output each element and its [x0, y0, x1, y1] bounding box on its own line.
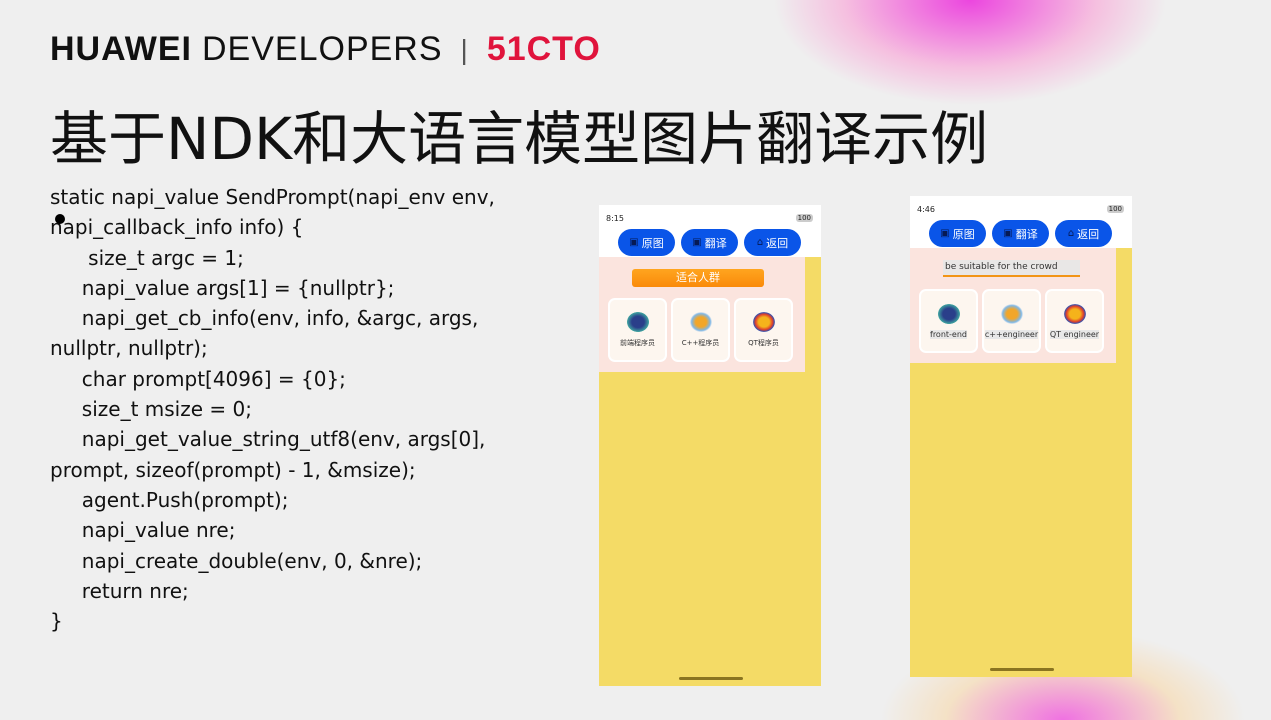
image-icon: ▣: [1003, 228, 1013, 239]
button-label: 翻译: [1015, 227, 1038, 241]
home-icon: ⌂: [756, 237, 764, 248]
partner-logo: 51CTO: [486, 30, 601, 68]
home-icon: ⌂: [1067, 228, 1075, 239]
button-label: 翻译: [704, 236, 727, 250]
battery-icon: 100: [1106, 205, 1124, 213]
button-label: 原图: [641, 236, 664, 250]
button-label: 返回: [1077, 227, 1100, 241]
avatar: [752, 312, 775, 332]
avatar: [689, 312, 712, 332]
card-label: C++程序员: [681, 339, 720, 347]
home-indicator: [990, 668, 1054, 671]
avatar: [1000, 303, 1023, 324]
section-heading: 适合人群: [632, 269, 764, 287]
phone-screenshot-original: 8:15 100 ▣原图 ▣翻译 ⌂返回 适合人群 前端程序员 C++程序员 Q…: [599, 205, 821, 686]
card-frontend[interactable]: 前端程序员: [610, 300, 665, 360]
card-qt[interactable]: QT engineer: [1047, 291, 1102, 351]
card-label: c++engineer: [984, 329, 1039, 339]
card-cpp[interactable]: C++程序员: [673, 300, 728, 360]
original-button[interactable]: ▣原图: [618, 229, 675, 256]
status-time: 4:46: [917, 205, 935, 214]
battery-icon: 100: [795, 214, 813, 222]
phone-screenshot-translated: 4:46 100 ▣原图 ▣翻译 ⌂返回 be suitable for the…: [910, 196, 1132, 677]
card-cpp[interactable]: c++engineer: [984, 291, 1039, 351]
button-label: 原图: [952, 227, 975, 241]
card-label: QT程序员: [748, 339, 779, 347]
avatar: [937, 303, 960, 324]
image-icon: ▣: [940, 228, 950, 239]
translate-button[interactable]: ▣翻译: [681, 229, 738, 256]
back-button[interactable]: ⌂返回: [744, 229, 801, 256]
translate-button[interactable]: ▣翻译: [992, 220, 1049, 247]
original-button[interactable]: ▣原图: [929, 220, 986, 247]
brand-light: DEVELOPERS: [202, 30, 443, 68]
code-block: static napi_value SendPrompt(napi_env en…: [50, 185, 495, 634]
image-icon: ▣: [692, 237, 702, 248]
card-qt[interactable]: QT程序员: [736, 300, 791, 360]
avatar: [1063, 303, 1086, 324]
avatar: [626, 312, 649, 332]
home-indicator: [679, 677, 743, 680]
card-label: 前端程序员: [620, 339, 655, 347]
separator: |: [460, 33, 469, 65]
section-heading: be suitable for the crowd: [943, 260, 1080, 277]
card-label: QT engineer: [1049, 329, 1100, 339]
page-title: 基于NDK和大语言模型图片翻译示例: [50, 105, 989, 173]
card-frontend[interactable]: front-end: [921, 291, 976, 351]
image-icon: ▣: [629, 237, 639, 248]
header-logo: HUAWEI DEVELOPERS | 51CTO: [50, 30, 601, 69]
brand-bold: HUAWEI: [50, 30, 192, 68]
card-label: front-end: [930, 329, 967, 339]
status-time: 8:15: [606, 214, 624, 223]
back-button[interactable]: ⌂返回: [1055, 220, 1112, 247]
bullet-dot: [55, 214, 65, 224]
button-label: 返回: [766, 236, 789, 250]
decorative-gradient: [690, 0, 1250, 150]
